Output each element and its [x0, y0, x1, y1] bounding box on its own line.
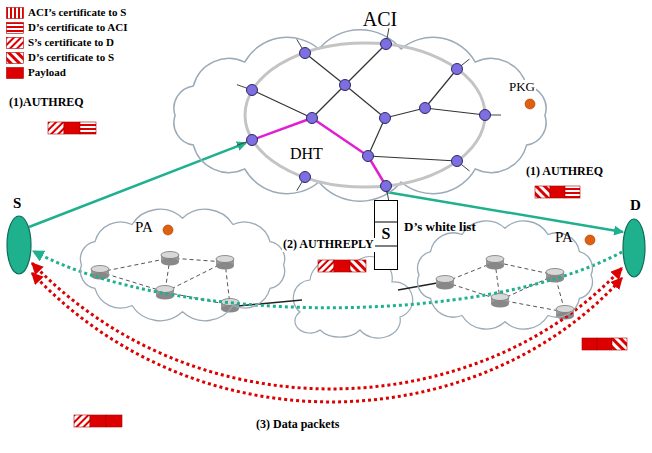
legend-text: D’s certificate to ACI	[28, 21, 127, 34]
node-outline	[145, 8, 575, 203]
legend-swatch	[6, 52, 24, 64]
legend-text: D’s certificate to S	[28, 51, 114, 64]
dht-ring: DHT	[245, 43, 485, 187]
packet-icons	[48, 122, 627, 427]
legend-text: ACI’s certificate to S	[28, 6, 126, 19]
message-connector	[29, 143, 246, 227]
node-outline	[622, 218, 646, 278]
routers	[91, 252, 574, 320]
connector-path	[29, 143, 246, 227]
host-node: S	[6, 215, 32, 275]
network-cloud: ACI DHT	[145, 8, 575, 203]
dht-overlay	[237, 28, 501, 201]
node-text: S	[382, 225, 391, 243]
message-label: (2) AUTHREPLY	[282, 238, 375, 252]
connector-path	[32, 273, 622, 402]
legend-swatch	[6, 37, 24, 49]
connector-path	[33, 251, 622, 308]
node-outline	[6, 215, 32, 275]
host-node: D	[622, 218, 646, 278]
legend-swatch	[6, 67, 24, 79]
node-outline	[245, 43, 485, 187]
legend-swatch	[6, 22, 24, 34]
message-connector	[32, 263, 622, 402]
legend-swatch	[6, 7, 24, 19]
message-label: (1)AUTHREQ	[8, 96, 85, 110]
node-text: D	[630, 197, 641, 214]
server-label: PKG	[508, 80, 536, 95]
legend-text: Payload	[28, 66, 66, 79]
message-label: (1) AUTHREQ	[525, 165, 604, 179]
node-text: PA	[135, 219, 153, 236]
message-connector	[33, 251, 622, 308]
node-text: S	[13, 195, 21, 212]
white-list: D’s white listS	[374, 200, 398, 270]
node-text: PA	[555, 229, 573, 246]
message-label: (3) Data packets	[255, 418, 340, 432]
connector-path	[32, 263, 622, 389]
node-outline	[65, 205, 300, 325]
node-text: D’s white list	[404, 220, 476, 235]
network-cloud: PA	[65, 205, 300, 325]
node-text: ACI	[363, 8, 397, 31]
node-text: DHT	[290, 145, 323, 163]
legend-text: S’s certificate to D	[28, 36, 114, 49]
